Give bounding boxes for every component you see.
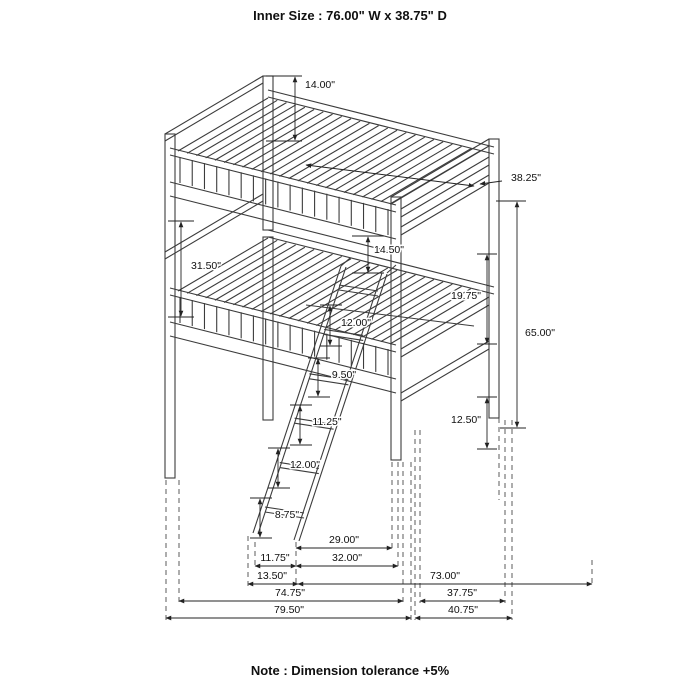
dim-ladder-base-span: 29.00"	[329, 534, 359, 546]
extension-lines	[165, 418, 593, 620]
dim-ladder-base-width: 13.50"	[257, 570, 287, 582]
bottom-bunk	[169, 229, 495, 394]
dim-bunk-clearance: 31.50"	[191, 260, 221, 272]
dim-ladder-spacing-1: 12.00"	[341, 317, 371, 329]
dim-lower-panel: 12.50"	[451, 414, 481, 426]
tolerance-note: Note : Dimension tolerance +5%	[251, 663, 450, 678]
dim-inner-length: 73.00"	[430, 570, 460, 582]
dim-ladder-spacing-4: 12.00"	[290, 459, 320, 471]
inner-size-title: Inner Size : 76.00" W x 38.75" D	[253, 8, 447, 23]
top-guardrail-slats	[179, 157, 389, 235]
dim-headboard-height: 14.00"	[305, 79, 335, 91]
bottom-guardrail-slats	[179, 297, 389, 375]
dim-overall-length: 79.50"	[274, 604, 304, 616]
bunk-bed-drawing	[164, 75, 500, 542]
dim-right-gap: 19.75"	[451, 290, 481, 302]
dimension-lines	[165, 75, 593, 621]
dim-overall-depth: 40.75"	[448, 604, 478, 616]
dim-frame-depth: 37.75"	[447, 587, 477, 599]
dim-guardrail-height: 14.50"	[374, 244, 404, 256]
dim-ladder-width: 11.75"	[260, 552, 289, 564]
bottom-mattress-slats	[177, 237, 481, 345]
dim-total-height: 65.00"	[525, 327, 555, 339]
dim-mattress-depth: 38.25"	[511, 172, 541, 184]
ladder	[252, 257, 397, 542]
dimension-labels: 14.00" 38.25" 31.50" 14.50" 19.75" 65.00…	[189, 78, 556, 618]
dim-ladder-footprint: 32.00"	[332, 552, 362, 564]
dim-ladder-spacing-5: 8.75"	[275, 509, 299, 521]
dim-frame-length: 74.75"	[275, 587, 305, 599]
dim-ladder-spacing-3: 11.25"	[312, 416, 341, 428]
right-end-panel	[390, 138, 500, 461]
dim-ladder-spacing-2: 9.50"	[332, 369, 356, 381]
